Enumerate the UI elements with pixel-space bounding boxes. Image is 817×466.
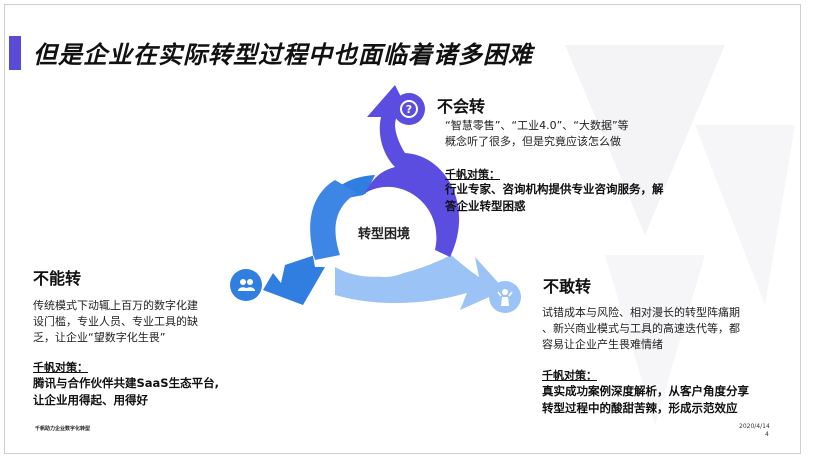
person-idea-icon: [489, 281, 521, 313]
left-strategy-line: 让企业用得起、用得好: [33, 393, 148, 407]
right-strategy-line: 转型过程中的酸甜苦辣，形成示范效应: [542, 401, 738, 415]
left-arrow-band: [263, 175, 375, 305]
left-heading: 不能转: [33, 269, 82, 288]
left-strategy-line: 腾讯与合作伙伴共建SaaS生态平台,: [33, 376, 219, 390]
top-strategy: 行业专家、咨询机构提供专业咨询服务，解 答企业转型困惑: [445, 181, 664, 215]
left-arrow-extra: [310, 180, 357, 260]
center-label: 转型困境: [357, 227, 410, 242]
slide: 但是企业在实际转型过程中也面临着诸多困难 转型困境 ?: [4, 4, 801, 454]
center-circle: [341, 189, 429, 277]
top-heading: 不会转: [437, 97, 486, 116]
right-body-line: 、新兴商业模式与工具的高速迭代等，都: [542, 322, 740, 335]
right-body-line: 试错成本与风险、相对漫长的转型阵痛期: [542, 306, 740, 319]
right-arrow-band: [335, 255, 505, 310]
footer-label: 千帆助力企业数字化转型: [35, 426, 91, 432]
left-body: 传统模式下动辄上百万的数字化建 设门槛，专业人员、专业工具的缺 乏，让企业“望数…: [33, 298, 198, 346]
top-body-line: “智慧零售”、“工业4.0”、“大数据”等: [445, 119, 629, 132]
right-strategy-label: 千帆对策：: [542, 369, 597, 382]
right-heading: 不敢转: [543, 277, 592, 296]
right-strategy-line: 真实成功案例深度解析，从客户角度分享: [542, 384, 749, 398]
page-title: 但是企业在实际转型过程中也面临着诸多困难: [33, 41, 533, 69]
svg-text:?: ?: [406, 103, 412, 116]
page-number: 4: [765, 431, 769, 438]
top-body: “智慧零售”、“工业4.0”、“大数据”等 概念听了很多，但是究竟应该怎么做: [445, 118, 629, 150]
left-body-line: 传统模式下动辄上百万的数字化建: [33, 299, 198, 312]
footer-date: 2020/4/14: [739, 423, 770, 430]
top-body-line: 概念听了很多，但是究竟应该怎么做: [445, 135, 621, 148]
top-strategy-line: 行业专家、咨询机构提供专业咨询服务，解: [445, 182, 664, 196]
top-arrow-band: [365, 85, 460, 257]
left-body-line: 乏，让企业“望数字化生畏”: [33, 331, 166, 344]
right-body: 试错成本与风险、相对漫长的转型阵痛期 、新兴商业模式与工具的高速迭代等，都 容易…: [542, 305, 740, 353]
right-body-line: 容易让企业产生畏难情绪: [542, 338, 663, 351]
cycle-diagram: [263, 85, 505, 310]
left-body-line: 设门槛，专业人员、专业工具的缺: [33, 315, 198, 328]
question-icon: ?: [393, 93, 425, 125]
background-watermark: [565, 45, 795, 425]
left-strategy: 腾讯与合作伙伴共建SaaS生态平台, 让企业用得起、用得好: [33, 375, 219, 409]
top-strategy-label: 千帆对策：: [445, 168, 500, 181]
people-icon: [230, 269, 262, 301]
top-strategy-line: 答企业转型困惑: [445, 199, 526, 213]
left-strategy-label: 千帆对策：: [33, 361, 88, 374]
title-accent-bar: [9, 36, 21, 70]
right-strategy: 真实成功案例深度解析，从客户角度分享 转型过程中的酸甜苦辣，形成示范效应: [542, 383, 749, 417]
